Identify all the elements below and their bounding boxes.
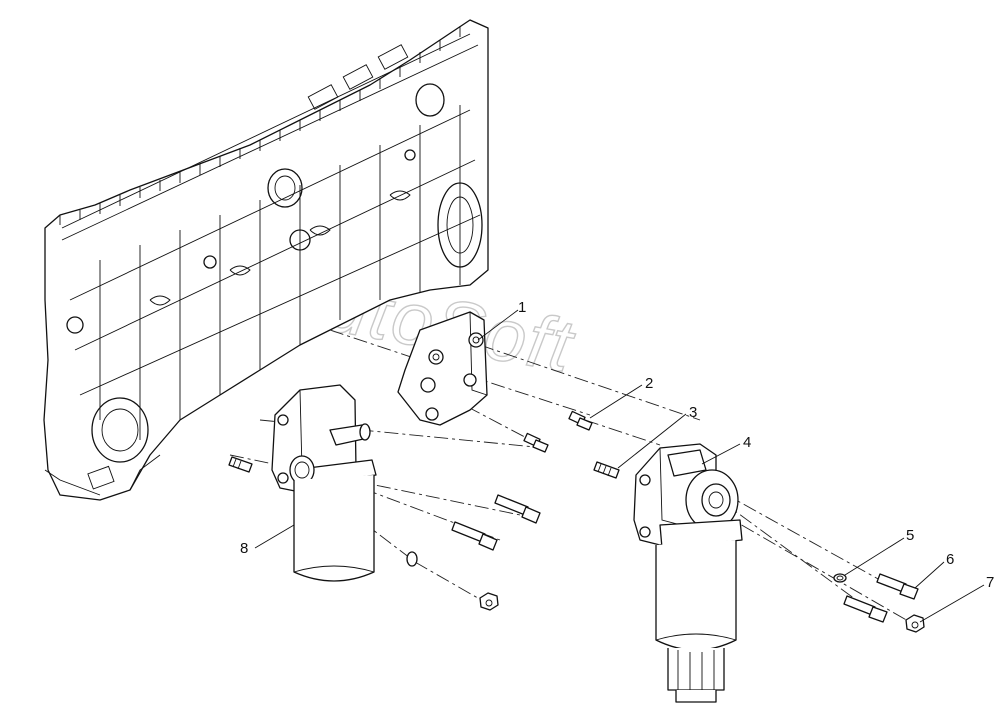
callout-3: 3 [617,404,697,469]
callout-6-label: 6 [946,551,954,568]
callout-6: 6 [914,551,954,589]
long-bolt-lower [451,521,498,551]
part-8-oil-filter [271,384,377,582]
stud-left [228,456,253,473]
callout-1: 1 [477,299,526,341]
part-4-fuel-filter-head [633,443,743,549]
callout-1-label: 1 [518,299,526,316]
callout-8: 8 [240,524,295,557]
bolt-lower-right [843,595,888,623]
washer-left [406,551,418,567]
part-1-mounting-bracket [397,311,488,426]
part-2-bolt-b [523,432,549,453]
fuel-filter-bowl [655,540,737,703]
part-2-bolt [568,410,593,431]
callout-2-label: 2 [645,375,653,392]
callout-2: 2 [589,375,653,419]
part-6-bolt [876,573,919,600]
callout-7-label: 7 [986,574,994,591]
nut-left [479,592,499,611]
engine-block [43,19,489,501]
callout-4-label: 4 [743,434,751,451]
callout-5: 5 [844,527,914,576]
callout-7: 7 [919,574,994,623]
callout-5-label: 5 [906,527,914,544]
part-7-nut [905,614,925,633]
callout-3-label: 3 [689,404,697,421]
part-5-washer [833,573,847,583]
part-3-stud [593,461,620,479]
callout-4: 4 [701,434,751,465]
long-bolt-upper [494,494,541,524]
callout-8-label: 8 [240,540,248,557]
